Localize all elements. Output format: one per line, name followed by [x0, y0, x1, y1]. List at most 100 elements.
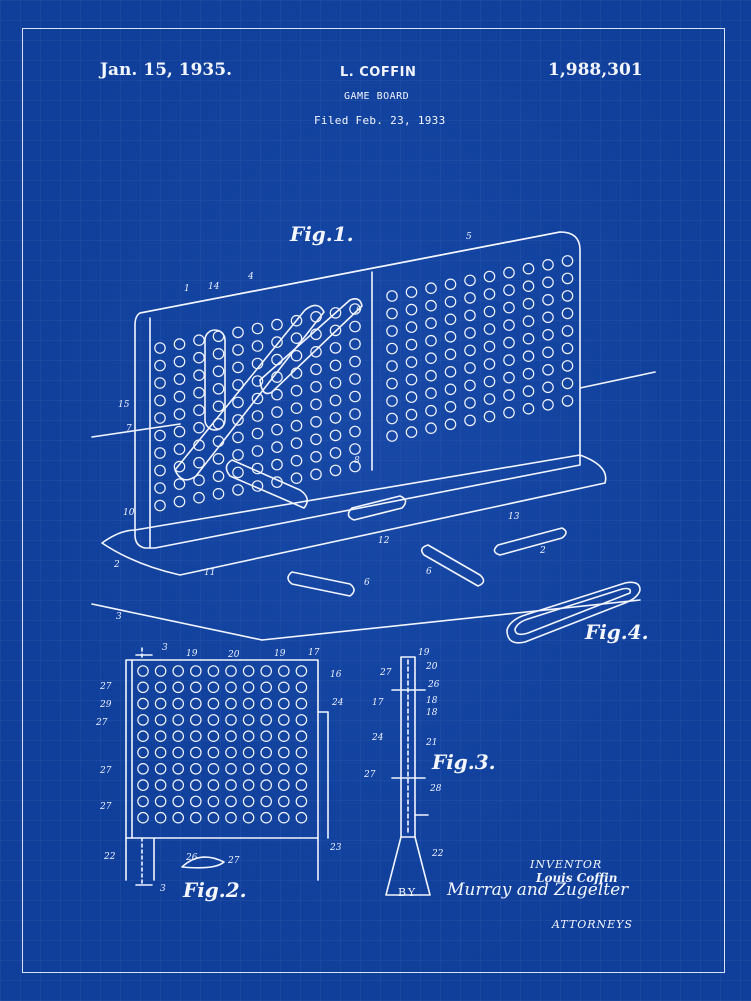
fig2-ref-27a: 27 — [100, 682, 112, 692]
fig2-peg-hole — [155, 796, 165, 806]
fig2-peg-hole — [279, 780, 289, 790]
fig1-peg-hole — [523, 299, 533, 309]
fig2-peg-hole — [155, 813, 165, 823]
floor-front-left — [92, 604, 262, 640]
fig1-peg-hole — [543, 295, 553, 305]
fig1-peg-hole — [213, 349, 223, 359]
fig2-peg-hole — [243, 813, 253, 823]
fig2-peg-hole — [279, 666, 289, 676]
inventor-signature: Louis Coffin — [536, 871, 618, 885]
marker-loop-a — [205, 330, 225, 430]
fig1-ref-6b: 6 — [426, 567, 432, 577]
fig2-peg-hole — [279, 796, 289, 806]
fig1-peg-hole — [562, 361, 572, 371]
fig1-peg-hole — [465, 310, 475, 320]
fig2-ref-27e: 27 — [228, 856, 240, 866]
fig1-peg-hole — [350, 304, 360, 314]
fig1-peg-hole — [174, 409, 184, 419]
fig1-peg-hole — [445, 384, 455, 394]
fig1-peg-hole — [562, 343, 572, 353]
fig2-ref-19a: 19 — [186, 649, 198, 659]
fig1-peg-hole — [426, 423, 436, 433]
fig2-peg-hole — [155, 764, 165, 774]
fig1-peg-hole — [465, 398, 475, 408]
fig1-peg-hole — [465, 328, 475, 338]
fig2-peg-hole — [279, 682, 289, 692]
fig1-peg-hole — [350, 391, 360, 401]
fig1-peg-hole — [174, 391, 184, 401]
fig3-ref-27: 27 — [380, 668, 392, 678]
fig1-peg-hole — [406, 409, 416, 419]
fig1-peg-hole — [406, 339, 416, 349]
fig2-label: Fig.2. — [183, 878, 247, 902]
fig2-peg-hole — [191, 780, 201, 790]
fig4-label: Fig.4. — [585, 620, 649, 644]
fig2-peg-hole — [155, 747, 165, 757]
fig1-peg-hole — [445, 349, 455, 359]
fig2-peg-hole — [138, 715, 148, 725]
fig2-peg-hole — [138, 780, 148, 790]
fig1-peg-hole — [504, 302, 514, 312]
marker-loop-diagonal-b — [260, 299, 362, 394]
fig1-ref-7: 7 — [126, 424, 132, 434]
fig1-peg-hole — [350, 409, 360, 419]
fig1-ref-9: 9 — [356, 306, 362, 316]
fig2-peg-hole — [155, 731, 165, 741]
fig1-ref-10: 10 — [123, 508, 135, 518]
fig2-peg-hole — [226, 682, 236, 692]
fig1-peg-hole — [311, 382, 321, 392]
fig1-peg-hole — [543, 277, 553, 287]
fig1-peg-hole — [311, 399, 321, 409]
fig1-ref-8: 8 — [354, 456, 360, 466]
fig1-peg-hole — [350, 321, 360, 331]
fig1-peg-hole — [291, 333, 301, 343]
fig2-peg-hole — [208, 682, 218, 692]
fig2-ref-16: 16 — [330, 670, 342, 680]
fig1-peg-hole — [194, 423, 204, 433]
fig1-peg-hole — [445, 314, 455, 324]
fig1-peg-hole — [252, 323, 262, 333]
fig1-peg-hole — [155, 343, 165, 353]
fig2-peg-hole — [138, 698, 148, 708]
fig2-peg-hole — [138, 764, 148, 774]
fig2-peg-hole — [191, 796, 201, 806]
board-base — [102, 455, 606, 575]
fig1-peg-hole — [426, 388, 436, 398]
fig1-peg-hole — [387, 361, 397, 371]
fig1-peg-hole — [272, 337, 282, 347]
fig1-peg-hole — [291, 473, 301, 483]
fig1-label: Fig.1. — [290, 222, 354, 246]
fig1-peg-hole — [194, 335, 204, 345]
loose-peg-1 — [288, 572, 354, 596]
fig1-peg-hole — [523, 369, 533, 379]
fig1-peg-hole — [426, 301, 436, 311]
fig2-peg-hole — [226, 666, 236, 676]
sheet-border — [22, 28, 725, 973]
fig1-peg-hole — [174, 374, 184, 384]
fig1-peg-hole — [311, 364, 321, 374]
fig1-peg-hole — [543, 330, 553, 340]
fig1-ref-1: 1 — [184, 284, 190, 294]
fig1-peg-hole — [330, 378, 340, 388]
fig1-peg-hole — [311, 434, 321, 444]
fig1-peg-hole — [387, 378, 397, 388]
fig1-peg-hole — [465, 415, 475, 425]
fig2-ref-26: 26 — [186, 853, 198, 863]
fig3-ref-19: 19 — [418, 648, 430, 658]
fig1-peg-hole — [445, 419, 455, 429]
fig1-peg-hole — [562, 256, 572, 266]
fig1-peg-hole — [504, 267, 514, 277]
fig1-peg-hole — [252, 411, 262, 421]
fig1-peg-hole — [194, 475, 204, 485]
fig1-peg-hole — [523, 316, 533, 326]
fig1-peg-hole — [543, 312, 553, 322]
fig2-peg-hole — [243, 698, 253, 708]
fig2-peg-hole — [243, 796, 253, 806]
fig1-peg-hole — [213, 454, 223, 464]
fig2-peg-hole — [226, 796, 236, 806]
fig2-ref-27c: 27 — [100, 766, 112, 776]
fig1-peg-hole — [155, 430, 165, 440]
fig1-peg-hole — [406, 374, 416, 384]
